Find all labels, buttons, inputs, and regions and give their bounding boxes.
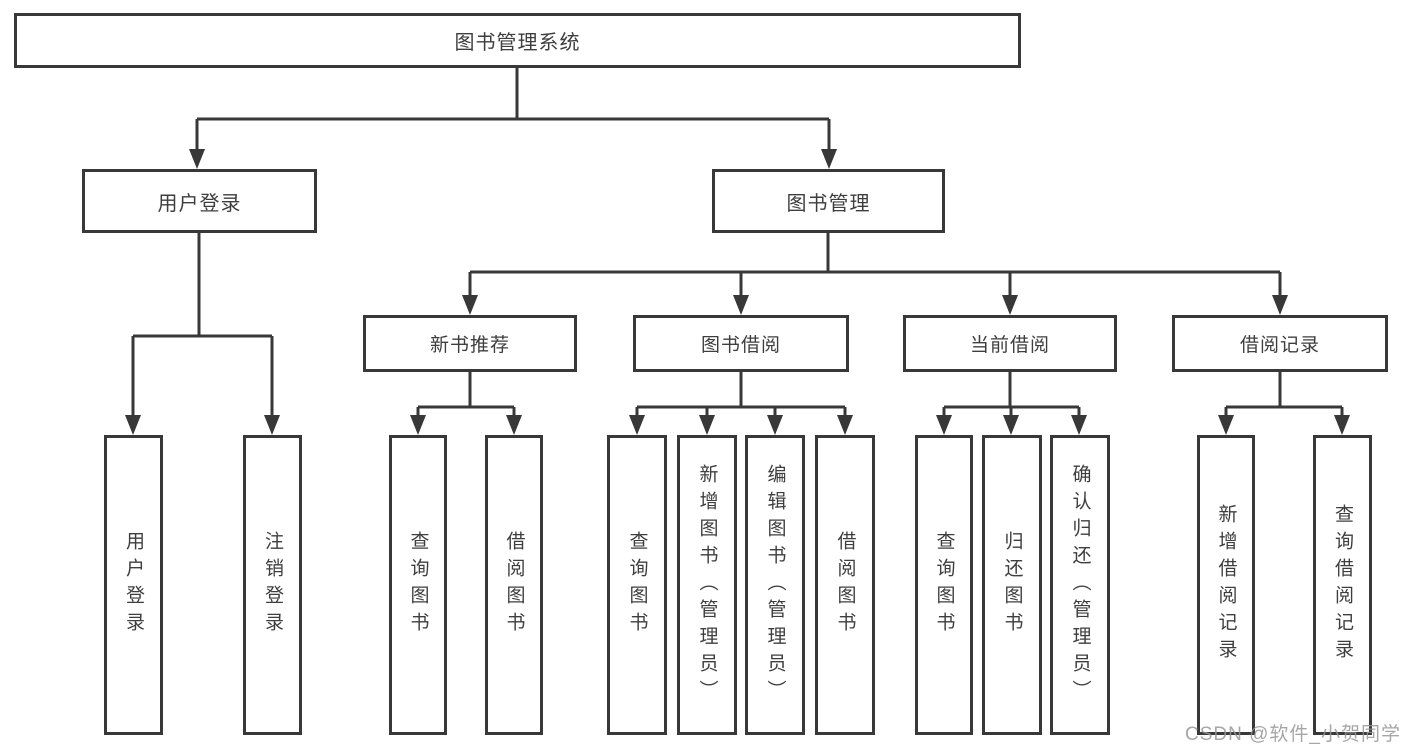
node-user-login-branch: 用户登录 [82,169,317,233]
arrow-icon [767,415,783,435]
leaf-label: 新增借阅记录 [1215,504,1237,666]
arrow-icon [936,415,952,435]
arrow-icon [1003,415,1019,435]
node-borrow-records: 借阅记录 [1172,315,1388,372]
leaf-label: 注销登录 [262,531,283,639]
connector-current [942,372,1081,417]
node-root: 图书管理系统 [14,13,1021,68]
leaf-borrow-books: 借阅图书 [815,435,875,735]
node-label: 借阅记录 [1239,335,1320,356]
leaf-add-books-admin: 新增图书（管理员） [677,435,737,735]
leaf-label: 编辑图书（管理员） [764,463,786,707]
csdn-watermark: CSDN @软件_小贺同学 [1185,724,1401,745]
leaf-label: 用户登录 [123,531,144,639]
leaf-label: 确认归还（管理员） [1069,463,1091,707]
arrow-icon [462,295,478,315]
connector-book-branch [468,233,1282,297]
arrow-icon [1272,295,1288,315]
leaf-label: 查询图书 [626,531,648,639]
leaf-confirm-return-admin: 确认归还（管理员） [1050,435,1110,735]
arrow-icon [1334,415,1350,435]
arrow-icon [1002,295,1018,315]
node-current-borrow: 当前借阅 [903,315,1117,372]
arrow-icon [264,415,280,435]
arrow-icon [410,415,426,435]
node-label: 用户登录 [157,192,242,215]
leaf-query-books: 查询图书 [607,435,667,735]
leaf-label: 借阅图书 [834,531,856,639]
node-label: 图书管理 [786,192,871,215]
connector-recommend [416,372,516,417]
arrow-icon [699,415,715,435]
leaf-query-books: 查询图书 [915,435,973,735]
node-label: 新书推荐 [429,335,510,356]
leaf-logout: 注销登录 [243,435,302,735]
node-new-book-recommend: 新书推荐 [363,315,577,372]
arrow-icon [821,149,837,169]
leaf-user-login: 用户登录 [104,435,163,735]
leaf-query-books: 查询图书 [389,435,447,735]
arrow-icon [189,149,205,169]
arrow-icon [837,415,853,435]
arrow-icon [629,415,645,435]
connector-user-branch [131,233,274,417]
leaf-borrow-books: 借阅图书 [485,435,543,735]
node-label: 当前借阅 [969,335,1050,356]
leaf-label: 借阅图书 [503,531,525,639]
node-root-label: 图书管理系统 [454,32,581,54]
arrow-icon [506,415,522,435]
arrow-icon [1218,415,1234,435]
node-book-management-branch: 图书管理 [712,169,945,233]
node-label: 图书借阅 [700,335,781,356]
leaf-query-borrow-record: 查询借阅记录 [1313,435,1372,735]
connector-root [195,68,831,151]
leaf-label: 查询图书 [407,531,429,639]
leaf-label: 查询借阅记录 [1332,504,1353,666]
leaf-label: 查询图书 [933,531,955,639]
leaf-label: 新增图书（管理员） [696,463,718,707]
arrow-icon [125,415,141,435]
arrow-icon [733,295,749,315]
leaf-add-borrow-record: 新增借阅记录 [1197,435,1255,735]
node-book-borrow: 图书借阅 [633,315,849,372]
leaf-label: 归还图书 [1001,531,1023,639]
leaf-return-books: 归还图书 [982,435,1042,735]
connector-borrow [635,372,847,417]
leaf-edit-books-admin: 编辑图书（管理员） [745,435,805,735]
connector-records [1224,372,1344,417]
arrow-icon [1071,415,1087,435]
